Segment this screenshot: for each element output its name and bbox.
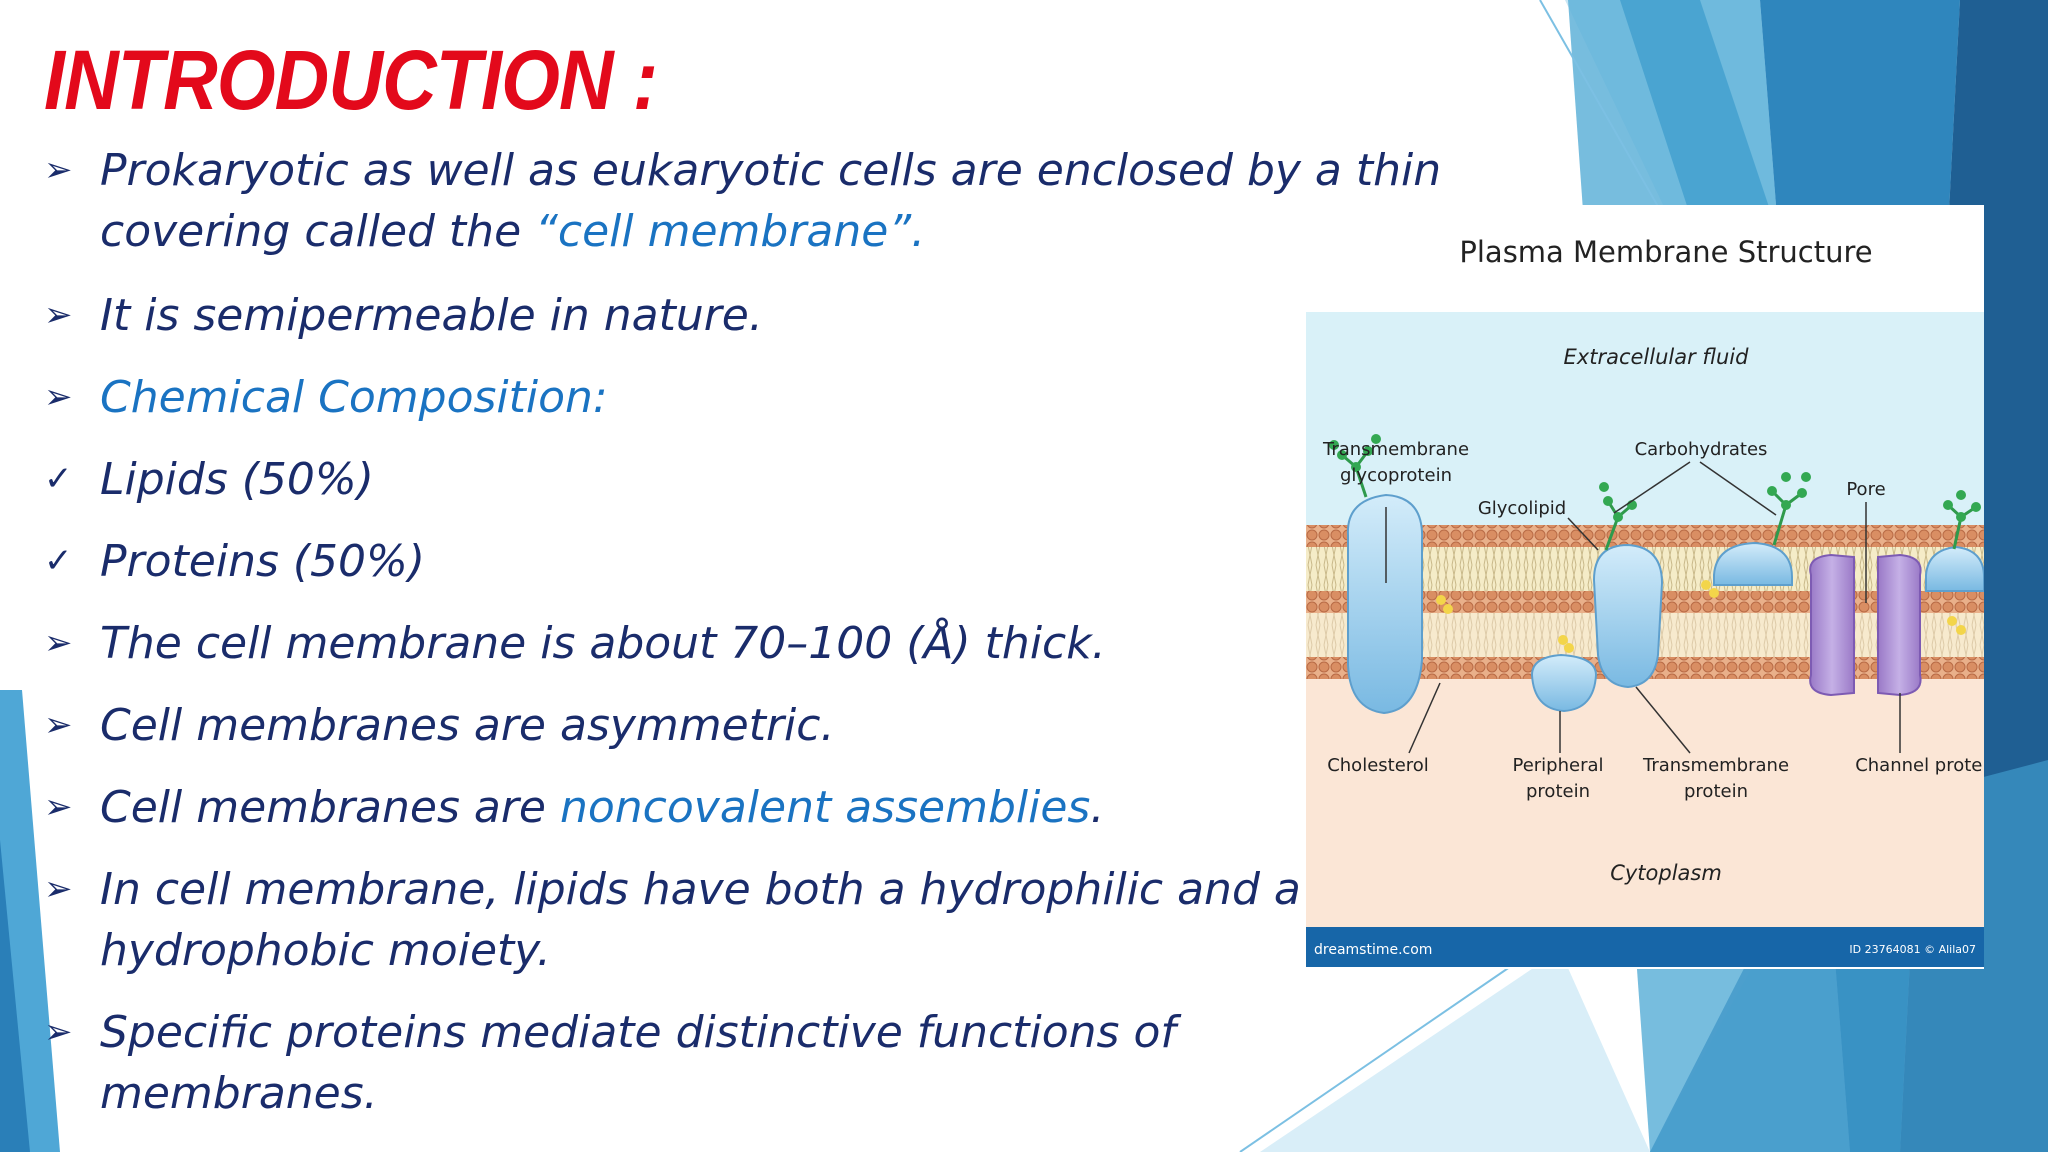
bullet-text: membranes. (100, 1068, 378, 1119)
bullet-text: Prokaryotic as well as eukaryotic cells … (100, 145, 1442, 196)
arrow-bullet-icon: ➢ (44, 377, 73, 417)
bullet-item: ➢ It is semipermeable in nature. (44, 285, 1350, 346)
bullet-item: ➢ Cell membranes are noncovalent assembli… (44, 777, 1350, 838)
bullet-text: hydrophobic moiety. (100, 925, 551, 976)
arrow-bullet-icon: ➢ (44, 869, 73, 909)
bullet-line: In cell membrane, lipids have both a hyd… (100, 859, 1350, 920)
checkmark-icon: ✓ (44, 541, 73, 581)
bullet-line: Proteins (50%) (100, 531, 1350, 592)
bullet-text: Cell membranes are asymmetric. (100, 700, 835, 751)
bullet-item: ➢ Chemical Composition: (44, 367, 1350, 428)
extracellular-label: Extracellular fluid (1564, 345, 1750, 369)
bullet-text: . (1090, 782, 1105, 833)
carbohydrates-label: Carbohydrates (1635, 439, 1768, 460)
plasma-membrane-diagram: Plasma Membrane Structure Extracellular … (1306, 205, 1999, 969)
image-id-label: ID 23764081 © Alila07 (1849, 943, 1976, 956)
peripheral-protein-label-1: Peripheral (1512, 755, 1603, 776)
bullet-line: hydrophobic moiety. (100, 920, 1350, 981)
slide-title: INTRODUCTION : (44, 33, 658, 127)
bullet-text: It is semipermeable in nature. (100, 290, 763, 341)
bullet-line: Chemical Composition: (100, 367, 1350, 428)
arrow-bullet-icon: ➢ (44, 295, 73, 335)
bullet-line: The cell membrane is about 70–100 (Å) th… (100, 613, 1350, 674)
bullet-item: ➢ Cell membranes are asymmetric. (44, 695, 1350, 756)
bullet-item: ➢ The cell membrane is about 70–100 (Å) t… (44, 613, 1350, 674)
arrow-bullet-icon: ➢ (44, 150, 73, 190)
arrow-bullet-icon: ➢ (44, 787, 73, 827)
bullet-text: Proteins (50%) (100, 536, 426, 587)
bullet-text: covering called the (100, 206, 536, 257)
bullet-text: Cell membranes are (100, 782, 560, 833)
bullet-text: The cell membrane is about 70–100 (Å) th… (100, 618, 1106, 669)
watermark-site-label: dreamstime.com (1314, 942, 1432, 958)
bullet-line: Cell membranes are asymmetric. (100, 695, 1350, 756)
bullet-text: In cell membrane, lipids have both a hyd… (100, 864, 1301, 915)
cytoplasm-label: Cytoplasm (1610, 861, 1722, 885)
bullet-line: membranes. (100, 1063, 1350, 1124)
bullet-item: ➢ In cell membrane, lipids have both a hy… (44, 859, 1350, 981)
bullet-item: ✓ Proteins (50%) (44, 531, 1350, 592)
highlighted-text: Chemical Composition: (100, 372, 608, 423)
bullet-line: It is semipermeable in nature. (100, 285, 1350, 346)
tm-protein-label-1: Transmembrane (1642, 755, 1789, 776)
highlighted-text: noncovalent assemblies (559, 782, 1091, 833)
pore-label: Pore (1846, 479, 1885, 500)
bullet-line: covering called the “cell membrane”. (100, 201, 1350, 262)
tm-glycoprotein-label-2: glycoprotein (1340, 465, 1452, 486)
bullet-text: Lipids (50%) (100, 454, 374, 505)
glycolipid-label: Glycolipid (1478, 498, 1566, 519)
channel-protein-label: Channel protein (1855, 755, 1984, 776)
bullet-line: Cell membranes are noncovalent assemblie… (100, 777, 1350, 838)
bullet-item: ✓ Lipids (50%) (44, 449, 1350, 510)
arrow-bullet-icon: ➢ (44, 623, 73, 663)
bullet-list: ➢ Prokaryotic as well as eukaryotic cells… (44, 145, 1441, 1119)
bullet-item: ➢ Specific proteins mediate distinctive f… (44, 1002, 1350, 1124)
cholesterol-label: Cholesterol (1327, 755, 1429, 776)
arrow-bullet-icon: ➢ (44, 705, 73, 745)
checkmark-icon: ✓ (44, 459, 73, 499)
bullet-line: Lipids (50%) (100, 449, 1350, 510)
peripheral-protein-label-2: protein (1526, 781, 1590, 802)
highlighted-text: “cell membrane”. (535, 206, 926, 257)
diagram-title: Plasma Membrane Structure (1459, 235, 1872, 269)
bullet-item: ➢ Prokaryotic as well as eukaryotic cells… (44, 140, 1441, 262)
diagram-footer-bar (1306, 927, 1984, 967)
arrow-bullet-icon: ➢ (44, 1012, 73, 1052)
bullet-text: Specific proteins mediate distinctive fu… (100, 1007, 1176, 1058)
tm-glycoprotein-label-1: Transmembrane (1322, 439, 1469, 460)
tm-protein-label-2: protein (1684, 781, 1748, 802)
bullet-line: Prokaryotic as well as eukaryotic cells … (100, 140, 1441, 201)
bullet-line: Specific proteins mediate distinctive fu… (100, 1002, 1350, 1063)
